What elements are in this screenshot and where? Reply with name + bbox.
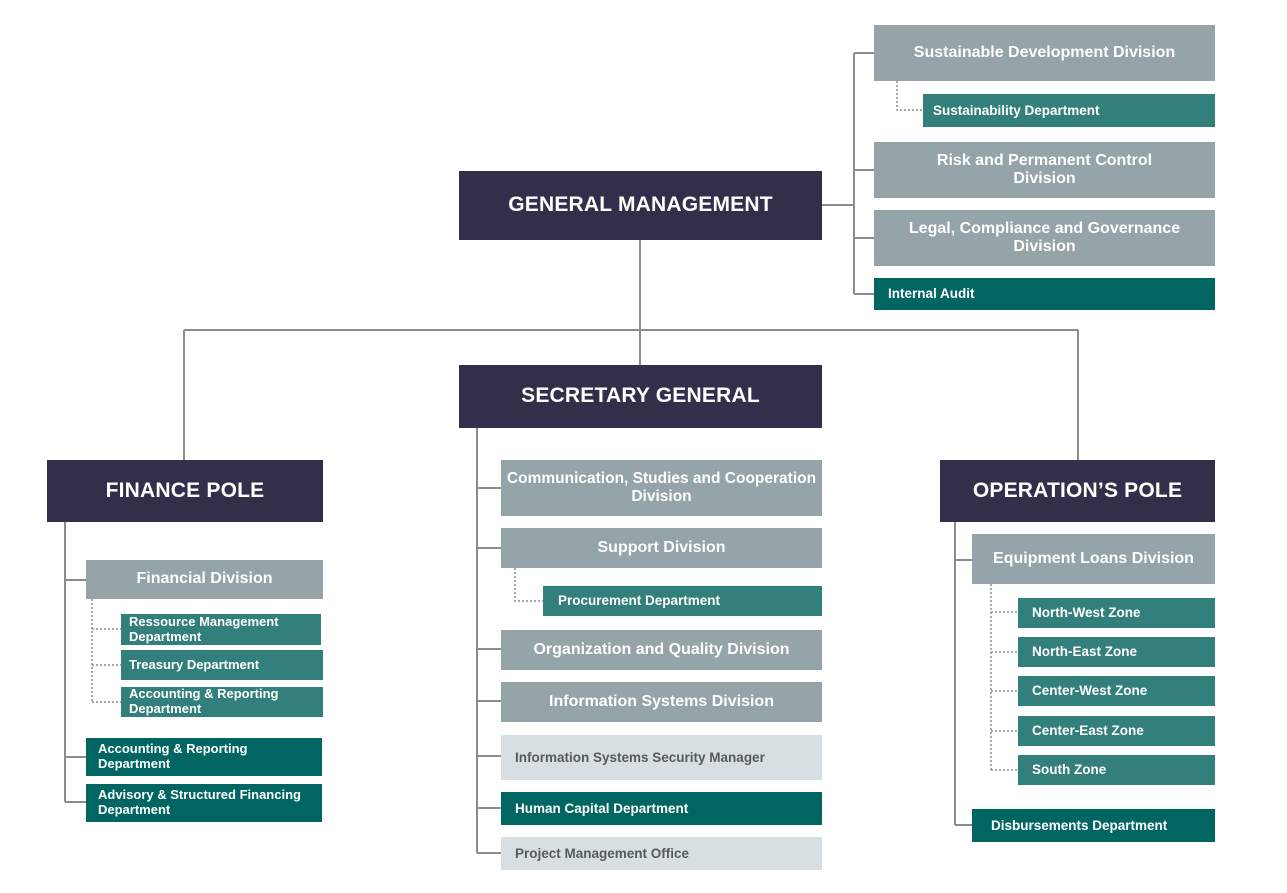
zone-north-east: North-East Zone <box>1018 637 1215 667</box>
sustainability-department: Sustainability Department <box>923 94 1215 127</box>
secretary-general-box: SECRETARY GENERAL <box>459 365 822 428</box>
support-division: Support Division <box>501 528 822 568</box>
operations-pole-box: OPERATION’S POLE <box>940 460 1215 522</box>
finance-pole-box: FINANCE POLE <box>47 460 323 522</box>
internal-audit: Internal Audit <box>874 278 1215 310</box>
zone-south: South Zone <box>1018 755 1215 785</box>
accounting-reporting-department: Accounting & Reporting Department <box>86 738 322 776</box>
organization-quality-division: Organization and Quality Division <box>501 630 822 670</box>
accounting-reporting-sub-department: Accounting & Reporting Department <box>121 686 323 717</box>
general-management-title: GENERAL MANAGEMENT <box>508 193 773 217</box>
procurement-department: Procurement Department <box>543 586 822 616</box>
financial-division: Financial Division <box>86 560 323 599</box>
zone-north-west: North-West Zone <box>1018 598 1215 628</box>
disbursements-department: Disbursements Department <box>972 809 1215 842</box>
treasury-department: Treasury Department <box>121 650 323 680</box>
zone-center-east: Center-East Zone <box>1018 716 1215 746</box>
human-capital-department: Human Capital Department <box>501 792 822 825</box>
sustainable-development-division: Sustainable Development Division <box>874 25 1215 81</box>
risk-control-division: Risk and Permanent Control Division <box>874 142 1215 198</box>
equipment-loans-division: Equipment Loans Division <box>972 534 1215 584</box>
operations-pole-title: OPERATION’S POLE <box>972 478 1183 502</box>
information-systems-security-manager: Information Systems Security Manager <box>501 735 822 780</box>
ressource-management-department: Ressource Management Department <box>121 614 321 645</box>
communication-division: Communication, Studies and Cooperation D… <box>501 460 822 516</box>
secretary-general-title: SECRETARY GENERAL <box>521 384 760 408</box>
project-management-office: Project Management Office <box>501 837 822 870</box>
information-systems-division: Information Systems Division <box>501 682 822 722</box>
advisory-structured-financing-department: Advisory & Structured Financing Departme… <box>86 784 322 822</box>
legal-compliance-division: Legal, Compliance and Governance Divisio… <box>874 210 1215 266</box>
zone-center-west: Center-West Zone <box>1018 676 1215 706</box>
general-management-box: GENERAL MANAGEMENT <box>459 171 822 240</box>
finance-pole-title: FINANCE POLE <box>105 478 265 502</box>
